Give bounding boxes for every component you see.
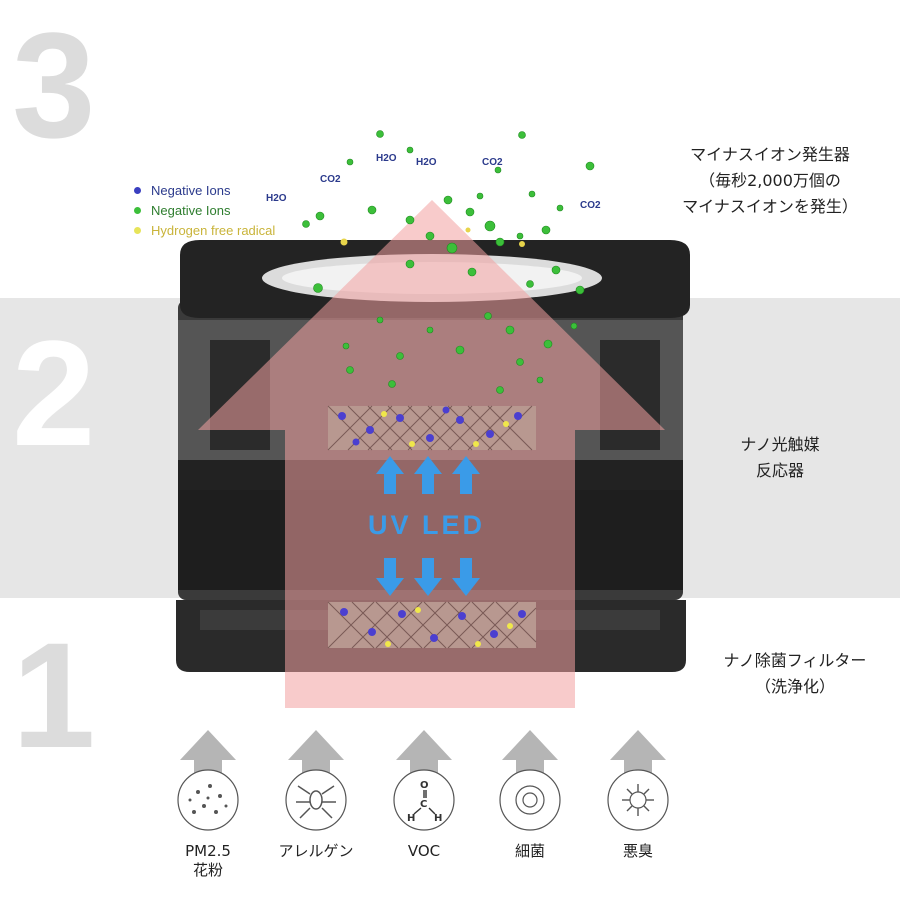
molecule-label: CO2 xyxy=(320,174,341,185)
pollutant-label-voc: VOC xyxy=(364,842,484,861)
label-line: 悪臭 xyxy=(622,842,653,860)
pollutant-label-bacteria: 細菌 xyxy=(470,842,590,861)
ion-generator-label: マイナスイオン発生器 （毎秒2,000万個の マイナスイオンを発生） xyxy=(650,142,890,220)
stage-number-2: 2 xyxy=(12,309,96,477)
ion-legend: Negative Ions Negative Ions Hydrogen fre… xyxy=(134,180,275,240)
uv-led-label: UV LED xyxy=(368,510,486,540)
particles-icon xyxy=(177,769,239,831)
legend-label: Hydrogen free radical xyxy=(151,222,276,238)
odor-icon xyxy=(607,769,669,831)
label-line: PM2.5 xyxy=(185,842,231,860)
svg-text:C: C xyxy=(420,799,427,810)
stage-number-3: 3 xyxy=(12,1,96,169)
formaldehyde-structure: O C H H xyxy=(404,778,444,824)
formaldehyde-icon xyxy=(393,769,455,831)
legend-label: Negative Ions xyxy=(151,202,231,218)
legend-item: Negative Ions xyxy=(134,180,275,200)
stage-number-1: 1 xyxy=(12,611,96,779)
sterilizing-filter-label: ナノ除菌フィルター （洗浄化） xyxy=(690,648,900,700)
legend-label: Negative Ions xyxy=(151,182,231,198)
label-line: 反応器 xyxy=(755,461,804,480)
label-line: （洗浄化） xyxy=(754,677,835,696)
label-line: アレルゲン xyxy=(278,842,354,860)
molecule-label: CO2 xyxy=(580,200,601,211)
label-line: （毎秒2,000万個の xyxy=(699,171,841,190)
allergen-icon xyxy=(285,769,347,831)
pollutant-label-odor: 悪臭 xyxy=(578,842,698,861)
label-line: 花粉 xyxy=(192,861,223,879)
molecule-label: H2O xyxy=(376,153,397,164)
label-line: VOC xyxy=(407,842,441,860)
uv-arrows-down xyxy=(376,558,480,596)
svg-text:O: O xyxy=(420,780,429,791)
legend-dot-yellow xyxy=(134,226,141,234)
photocatalyst-filter xyxy=(328,406,536,450)
bacteria-icon xyxy=(499,769,561,831)
label-line: ナノ除菌フィルター xyxy=(723,651,867,670)
legend-dot-green xyxy=(134,206,141,214)
airflow-arrow xyxy=(198,200,665,708)
legend-item: Hydrogen free radical xyxy=(134,220,275,240)
legend-item: Negative Ions xyxy=(134,200,275,220)
molecule-label: CO2 xyxy=(482,157,503,168)
legend-dot-blue xyxy=(134,186,141,194)
photocatalyst-label: ナノ光触媒 反応器 xyxy=(700,432,860,484)
label-line: 細菌 xyxy=(514,842,545,860)
svg-text:H: H xyxy=(434,813,442,822)
label-line: マイナスイオン発生器 xyxy=(690,145,850,164)
uv-arrows-up xyxy=(376,456,480,494)
label-line: ナノ光触媒 xyxy=(740,435,820,454)
svg-text:H: H xyxy=(407,813,415,822)
molecule-label: H2O xyxy=(266,193,287,204)
pollutant-label-pm25: PM2.5 花粉 xyxy=(148,842,268,880)
label-line: マイナスイオンを発生） xyxy=(682,197,858,216)
molecule-label: H2O xyxy=(416,157,437,168)
pollutant-label-allergen: アレルゲン xyxy=(256,842,376,861)
